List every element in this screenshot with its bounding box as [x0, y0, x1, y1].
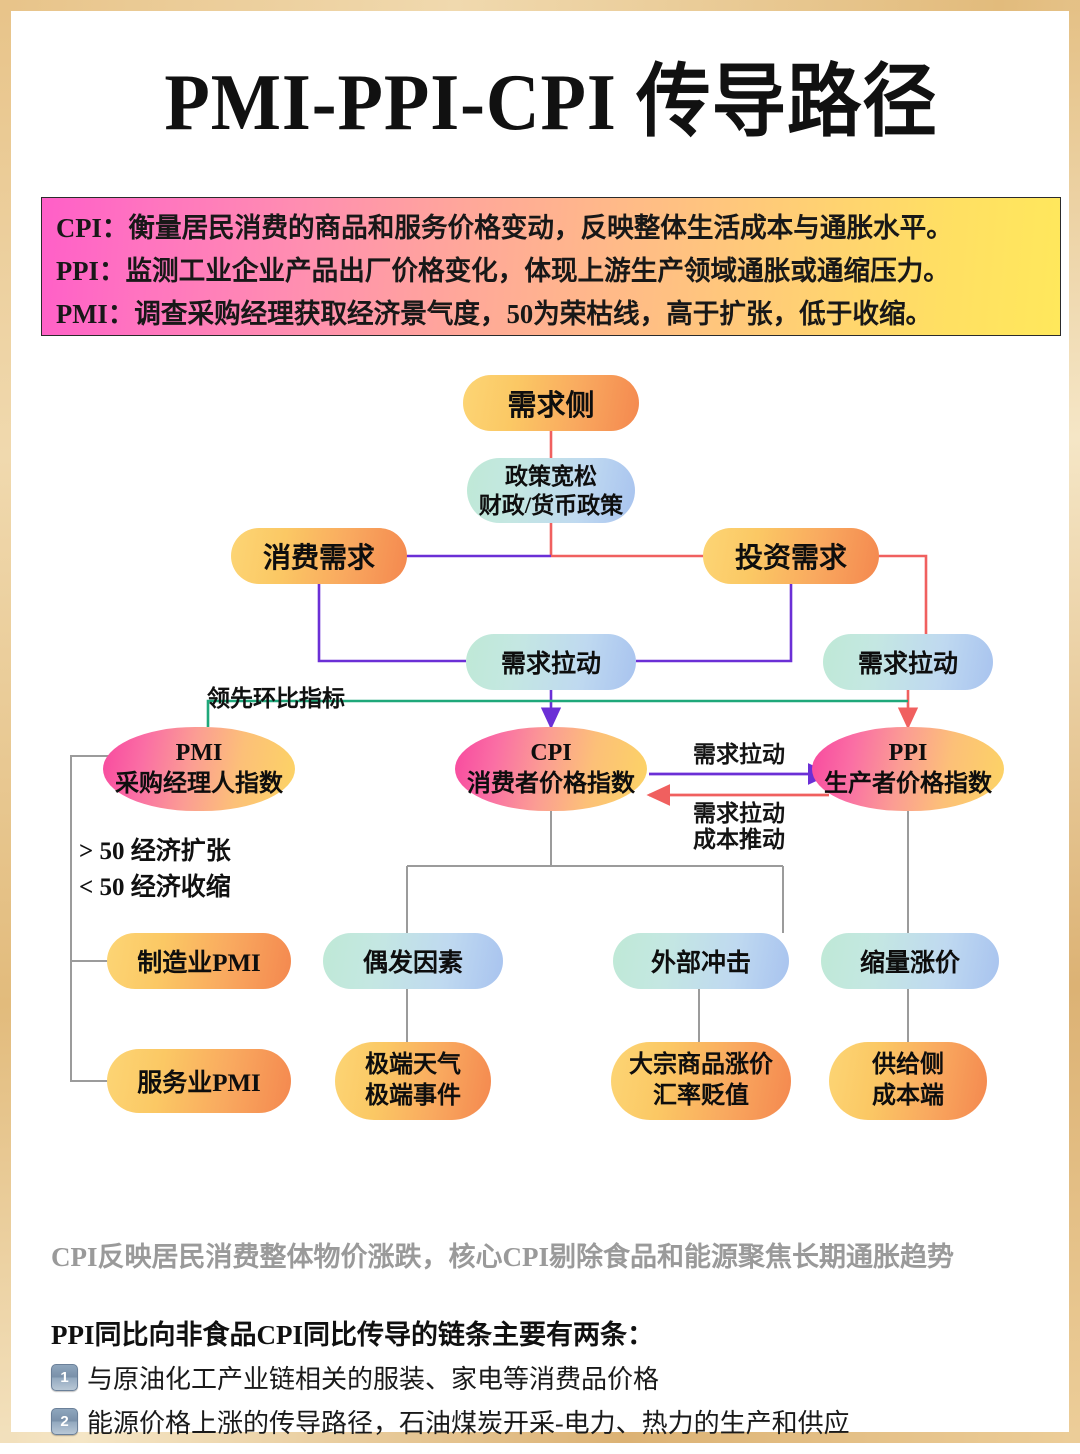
- node-extreme-events[interactable]: 极端天气 极端事件: [335, 1042, 491, 1120]
- poster-canvas: PMI-PPI-CPI 传导路径 CPI：衡量居民消费的商品和服务价格变动，反映…: [11, 11, 1069, 1438]
- node-ppi-line2: 生产者价格指数: [824, 771, 992, 797]
- label-ppi-to-cpi-line1: 需求拉动: [693, 801, 785, 826]
- node-policy-easing-line2: 财政/货币政策: [478, 492, 624, 518]
- node-policy-easing-line1: 政策宽松: [505, 463, 597, 489]
- label-ppi-to-cpi-line2: 成本推动: [693, 827, 785, 853]
- node-volume-shrink-price-rise[interactable]: 缩量涨价: [821, 933, 999, 989]
- footer-note: CPI反映居民消费整体物价涨跌，核心CPI剔除食品和能源聚焦长期通胀趋势: [51, 1242, 954, 1272]
- node-pmi-line1: PMI: [175, 740, 223, 766]
- footer-item-1: 1 与原油化工产业链相关的服装、家电等消费品价格: [51, 1359, 1051, 1396]
- node-investment-demand-label: 投资需求: [734, 543, 847, 574]
- node-incidental-factors[interactable]: 偶发因素: [323, 933, 503, 989]
- definition-text-ppi: 监测工业企业产品出厂价格变化，体现上游生产领域通胀或通缩压力。: [125, 256, 950, 286]
- node-services-pmi[interactable]: 服务业PMI: [107, 1049, 291, 1113]
- node-demand-pull-center-label: 需求拉动: [500, 651, 601, 678]
- definition-key-cpi: CPI：: [56, 213, 129, 243]
- node-commodity-prices-line1: 大宗商品涨价: [629, 1052, 773, 1078]
- node-services-pmi-label: 服务业PMI: [137, 1070, 261, 1097]
- node-cpi-line2: 消费者价格指数: [467, 771, 635, 797]
- node-ppi[interactable]: PPI 生产者价格指数: [812, 727, 1004, 811]
- footer-item-1-text: 与原油化工产业链相关的服装、家电等消费品价格: [87, 1365, 660, 1394]
- node-demand-pull-center[interactable]: 需求拉动: [466, 634, 636, 690]
- label-pmi-above-50: > 50 经济扩张: [79, 838, 231, 865]
- node-demand-pull-right-label: 需求拉动: [857, 651, 958, 678]
- node-policy-easing[interactable]: 政策宽松 财政/货币政策: [467, 458, 635, 523]
- definition-row-pmi: PMI：调查采购经理获取经济景气度，50为荣枯线，高于扩张，低于收缩。: [56, 293, 1031, 336]
- node-incidental-factors-label: 偶发因素: [362, 950, 463, 977]
- label-cpi-to-ppi: 需求拉动: [693, 742, 785, 767]
- node-pmi-line2: 采购经理人指数: [115, 771, 283, 797]
- definition-row-ppi: PPI：监测工业企业产品出厂价格变化，体现上游生产领域通胀或通缩压力。: [56, 250, 1031, 293]
- footer-heading: PPI同比向非食品CPI同比传导的链条主要有两条：: [51, 1320, 654, 1350]
- node-manufacturing-pmi-label: 制造业PMI: [137, 950, 261, 977]
- label-pmi-below-50: < 50 经济收缩: [79, 874, 231, 901]
- page-title: PMI-PPI-CPI 传导路径: [164, 59, 938, 147]
- number-badge-1: 1: [51, 1364, 78, 1391]
- definition-row-cpi: CPI：衡量居民消费的商品和服务价格变动，反映整体生活成本与通胀水平。: [56, 207, 1031, 250]
- definition-key-pmi: PMI：: [56, 299, 135, 329]
- node-ppi-line1: PPI: [888, 740, 928, 766]
- definition-box: CPI：衡量居民消费的商品和服务价格变动，反映整体生活成本与通胀水平。 PPI：…: [41, 197, 1061, 336]
- node-pmi[interactable]: PMI 采购经理人指数: [103, 727, 295, 811]
- node-cpi[interactable]: CPI 消费者价格指数: [455, 727, 647, 811]
- node-demand-side[interactable]: 需求侧: [463, 375, 639, 431]
- definition-key-ppi: PPI：: [56, 256, 126, 286]
- node-external-shock[interactable]: 外部冲击: [613, 933, 789, 989]
- node-extreme-events-line2: 极端事件: [365, 1083, 461, 1109]
- footer-item-2: 2 能源价格上涨的传导路径，石油煤炭开采-电力、热力的生产和供应: [51, 1403, 1051, 1440]
- node-investment-demand[interactable]: 投资需求: [703, 528, 879, 584]
- node-cpi-line1: CPI: [530, 740, 572, 766]
- footer-item-2-text: 能源价格上涨的传导路径，石油煤炭开采-电力、热力的生产和供应: [87, 1409, 850, 1438]
- node-supply-side-line2: 成本端: [872, 1083, 944, 1109]
- node-supply-side-line1: 供给侧: [872, 1052, 944, 1078]
- node-manufacturing-pmi[interactable]: 制造业PMI: [107, 933, 291, 989]
- node-demand-pull-right[interactable]: 需求拉动: [823, 634, 993, 690]
- node-volume-shrink-price-rise-label: 缩量涨价: [859, 950, 960, 977]
- definition-text-pmi: 调查采购经理获取经济景气度，50为荣枯线，高于扩张，低于收缩。: [134, 299, 933, 329]
- node-extreme-events-line1: 极端天气: [365, 1052, 461, 1078]
- node-consumer-demand[interactable]: 消费需求: [231, 528, 407, 584]
- flow-diagram: 需求侧 政策宽松 财政/货币政策 消费需求 投资需求 需求拉动 需求拉动 PMI…: [11, 11, 1080, 1454]
- node-commodity-prices-line2: 汇率贬值: [653, 1083, 749, 1109]
- node-demand-side-label: 需求侧: [507, 390, 595, 422]
- node-supply-side[interactable]: 供给侧 成本端: [829, 1042, 987, 1120]
- number-badge-2: 2: [51, 1408, 78, 1435]
- label-leading-indicator: 领先环比指标: [207, 686, 345, 711]
- node-consumer-demand-label: 消费需求: [262, 543, 375, 574]
- node-external-shock-label: 外部冲击: [650, 950, 751, 977]
- node-commodity-prices[interactable]: 大宗商品涨价 汇率贬值: [611, 1042, 791, 1120]
- definition-text-cpi: 衡量居民消费的商品和服务价格变动，反映整体生活成本与通胀水平。: [128, 213, 953, 243]
- label-ppi-to-cpi: 需求拉动 成本推动: [669, 801, 809, 854]
